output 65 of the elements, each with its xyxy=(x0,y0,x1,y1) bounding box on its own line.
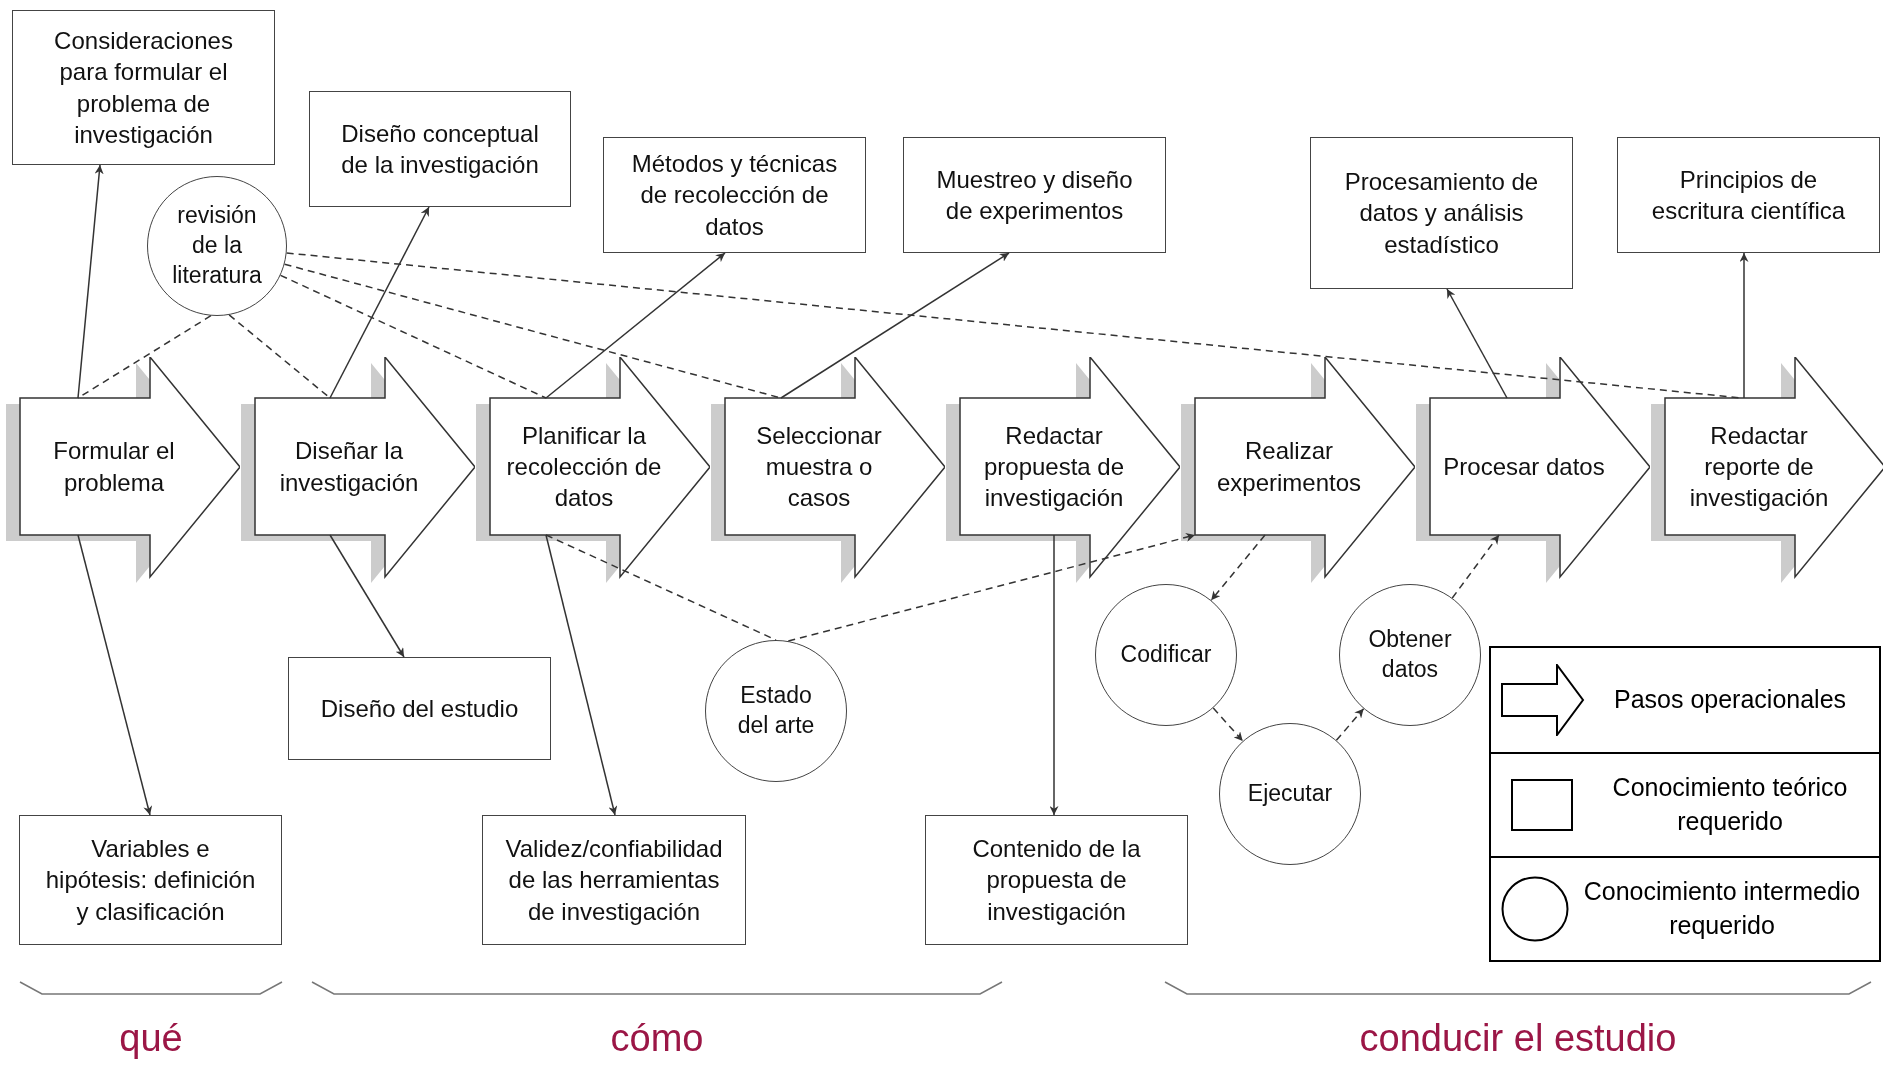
legend-text: Conocimiento teórico requerido xyxy=(1611,772,1849,837)
step-label: Planificar la recolección de datos xyxy=(505,420,663,514)
box-text: Contenido de la propuesta de investigación xyxy=(971,834,1142,927)
step-label: Diseñar la investigación xyxy=(278,436,420,498)
arrow xyxy=(329,206,430,399)
dashed-connector xyxy=(1335,708,1365,741)
box-text: Muestreo y diseño de experimentos xyxy=(935,164,1134,226)
arrow xyxy=(1049,534,1059,816)
box-text: Procesamiento de datos y análisis estadístico xyxy=(1343,167,1540,260)
knowledge-box xyxy=(1617,137,1880,253)
legend-text: Pasos operacionales xyxy=(1612,684,1848,716)
arrow xyxy=(329,534,405,658)
box-text: Diseño conceptual de la investigación xyxy=(340,118,540,180)
knowledge-box xyxy=(309,91,571,207)
box-text: Métodos y técnicas de recolección de datos xyxy=(630,149,839,242)
step-label: Realizar experimentos xyxy=(1215,436,1363,498)
arrow xyxy=(1739,252,1749,399)
knowledge-box xyxy=(925,815,1188,945)
step-label: Redactar reporte de investigación xyxy=(1688,420,1830,514)
process-step-shape xyxy=(1651,357,1883,583)
arrow xyxy=(1446,288,1508,399)
box-text: Validez/confiabilidad de las herramientas de investigación xyxy=(504,834,724,927)
dashed-connector xyxy=(1210,534,1266,601)
dashed-connector xyxy=(787,532,1196,642)
circle-label: Codificar xyxy=(1120,640,1212,670)
step-label: Seleccionar muestra o casos xyxy=(755,420,883,514)
knowledge-box xyxy=(19,815,282,945)
arrow xyxy=(77,534,153,816)
process-step-shape xyxy=(241,357,475,583)
dashed-connector xyxy=(1451,534,1500,599)
dashed-connector xyxy=(77,315,212,399)
process-step-shape xyxy=(946,357,1180,583)
process-step-shape xyxy=(711,357,945,583)
circle-label: Estado del arte xyxy=(736,681,816,740)
knowledge-box xyxy=(482,815,746,945)
process-step-shape xyxy=(1181,357,1415,583)
box-text: Diseño del estudio xyxy=(320,693,519,724)
process-step-shape xyxy=(6,357,240,583)
process-step-shape xyxy=(476,357,710,583)
arrow xyxy=(545,534,618,816)
arrow xyxy=(780,252,1010,399)
knowledge-box xyxy=(12,10,275,165)
knowledge-box xyxy=(1310,137,1573,289)
process-step-shape xyxy=(1416,357,1650,583)
arrow xyxy=(77,164,104,399)
circle-label: revisión de la literatura xyxy=(171,201,263,290)
circle-label: Obtener datos xyxy=(1367,625,1453,684)
box-text: Variables e hipótesis: definición y clasificación xyxy=(44,834,257,927)
phase-label: cómo xyxy=(610,1016,704,1061)
knowledge-box xyxy=(603,137,866,253)
legend-text: Conocimiento intermedio requerido xyxy=(1582,876,1862,941)
step-label: Procesar datos xyxy=(1443,451,1605,482)
circle-label: Ejecutar xyxy=(1247,779,1333,809)
step-label: Redactar propuesta de investigación xyxy=(982,420,1126,514)
dashed-connector xyxy=(1212,707,1244,742)
knowledge-box xyxy=(288,657,551,760)
phase-label: conducir el estudio xyxy=(1359,1016,1677,1061)
phase-label: qué xyxy=(119,1016,183,1061)
knowledge-box xyxy=(903,137,1166,253)
dashed-connector xyxy=(545,534,777,641)
box-text: Consideraciones para formular el problema de investigación xyxy=(53,26,234,150)
dashed-connector xyxy=(279,274,547,399)
arrow xyxy=(545,252,726,399)
step-label: Formular el problema xyxy=(52,436,176,498)
box-text: Principios de escritura científica xyxy=(1650,164,1847,226)
